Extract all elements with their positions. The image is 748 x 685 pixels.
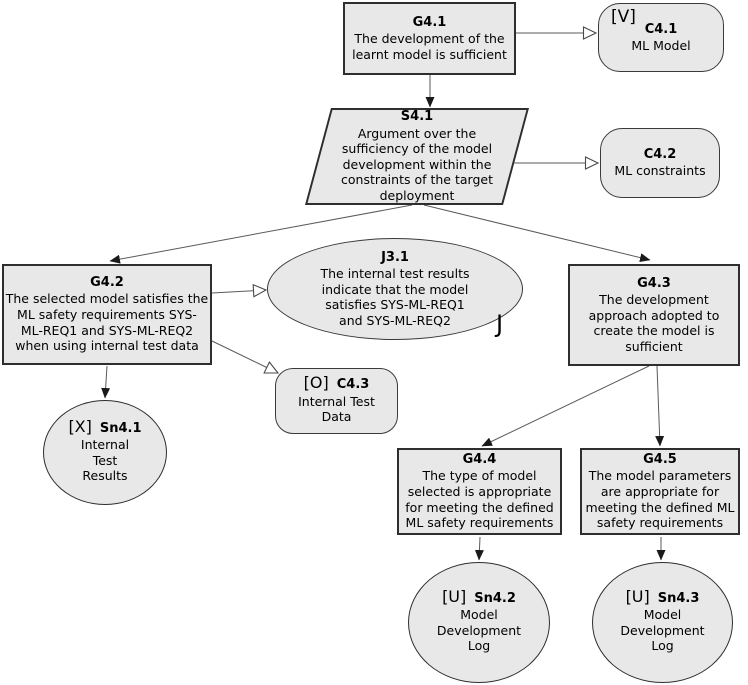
node-body: The type of model selected is appropriat… [405,468,554,531]
goal-g4.4-node: G4.4 The type of model selected is appro… [397,448,562,535]
node-id: G4.1 [412,14,447,30]
node-id: G4.3 [637,275,671,291]
solution-sn4.2-node: [U] Sn4.2 Model Development Log [408,562,550,683]
goal-g4.1-node: G4.1 The development of the learnt model… [343,2,516,75]
context-marker: [V] [611,7,636,27]
node-id: C4.2 [643,147,677,163]
edge-g4.2-sn4.1 [101,365,111,399]
context-c4.2-node: C4.2 ML constraints [600,128,720,198]
solution-marker: [X] [68,417,92,437]
node-id: Sn4.3 [657,590,700,606]
edge-g4.4-sn4.2 [474,536,484,561]
node-body: Internal Test Data [298,393,375,425]
node-body: Argument over the sufficiency of the mod… [341,125,493,204]
node-body: Model Development Log [620,607,705,654]
edge-g4.3-g4.5 [655,365,665,447]
node-header-row: [U] Sn4.3 [625,587,700,607]
solution-marker: [U] [625,587,650,607]
justification-j3.1-node: J3.1 The internal test results indicate … [267,238,523,340]
node-header-row: [O] C4.3 [303,373,370,393]
strategy-s4.1-node: S4.1 Argument over the sufficiency of th… [310,108,524,205]
node-id: G4.4 [462,452,497,468]
node-id: G4.2 [90,275,124,291]
node-id: G4.5 [643,452,677,468]
node-body: The development approach adopted to crea… [588,291,720,354]
solution-marker: [U] [442,587,467,607]
node-header-row: [U] Sn4.2 [442,587,516,607]
node-body: The selected model satisfies the ML safe… [5,291,209,354]
node-body: ML Model [631,37,691,53]
goal-g4.5-node: G4.5 The model parameters are appropriat… [580,448,740,535]
node-id: Sn4.1 [99,420,142,436]
node-id: S4.1 [400,109,434,125]
node-body: The internal test results indicate that … [320,265,470,328]
edge-s4.1-g4.3 [423,204,651,263]
node-header-row: [X] Sn4.1 [68,417,142,437]
context-c4.3-node: [O] C4.3 Internal Test Data [275,368,398,434]
goal-g4.3-node: G4.3 The development approach adopted to… [568,264,740,366]
node-id: C4.1 [644,21,678,37]
edge-s4.1-g4.2 [109,204,413,264]
justification-tag: J [496,310,504,338]
node-body: Model Development Log [436,607,522,654]
solution-sn4.1-node: [X] Sn4.1 Internal Test Results [43,400,167,505]
node-id: C4.3 [336,377,370,393]
node-body: ML constraints [614,163,706,179]
goal-g4.2-node: G4.2 The selected model satisfies the ML… [2,264,212,365]
solution-sn4.3-node: [U] Sn4.3 Model Development Log [592,562,733,683]
node-body: Internal Test Results [80,437,130,484]
edge-g4.3-g4.4 [481,365,650,447]
node-body: The model parameters are appropriate for… [585,468,735,531]
node-body: The development of the learnt model is s… [352,31,507,62]
context-marker: [O] [303,373,329,393]
edge-g4.2-j3.1 [211,283,268,298]
node-id: Sn4.2 [474,590,516,606]
context-c4.1-node: [V] C4.1 ML Model [598,3,724,72]
node-id: J3.1 [381,249,409,265]
edge-g4.2-c4.3 [211,340,280,374]
